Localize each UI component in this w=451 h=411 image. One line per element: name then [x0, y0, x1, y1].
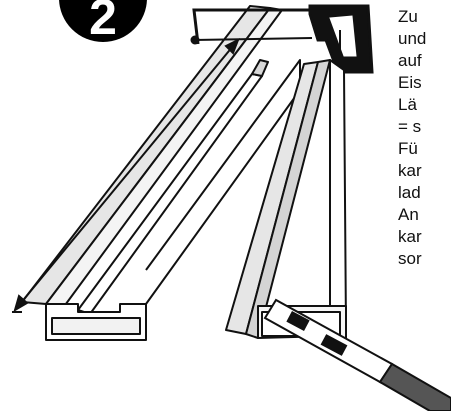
- step-badge: 2: [59, 0, 147, 45]
- instruction-line: auf: [398, 51, 422, 70]
- instruction-line: Fü: [398, 139, 418, 158]
- instruction-line: kar: [398, 227, 422, 246]
- instruction-line: Eis: [398, 73, 422, 92]
- instruction-line: lad: [398, 183, 421, 202]
- metal-file-icon: [263, 298, 451, 411]
- instruction-line: = s: [398, 117, 422, 136]
- right-aluminium-profile: [225, 30, 347, 341]
- step-number: 2: [89, 0, 117, 45]
- instruction-line: sor: [398, 249, 422, 268]
- hacksaw-icon: [190, 4, 374, 74]
- instruction-line: An: [398, 205, 419, 224]
- instruction-line: kar: [398, 161, 422, 180]
- instruction-line: Lä: [398, 95, 417, 114]
- instruction-line: Zu: [398, 7, 418, 26]
- instruction-line: und: [398, 29, 427, 48]
- length-arrow-icon: [12, 37, 240, 313]
